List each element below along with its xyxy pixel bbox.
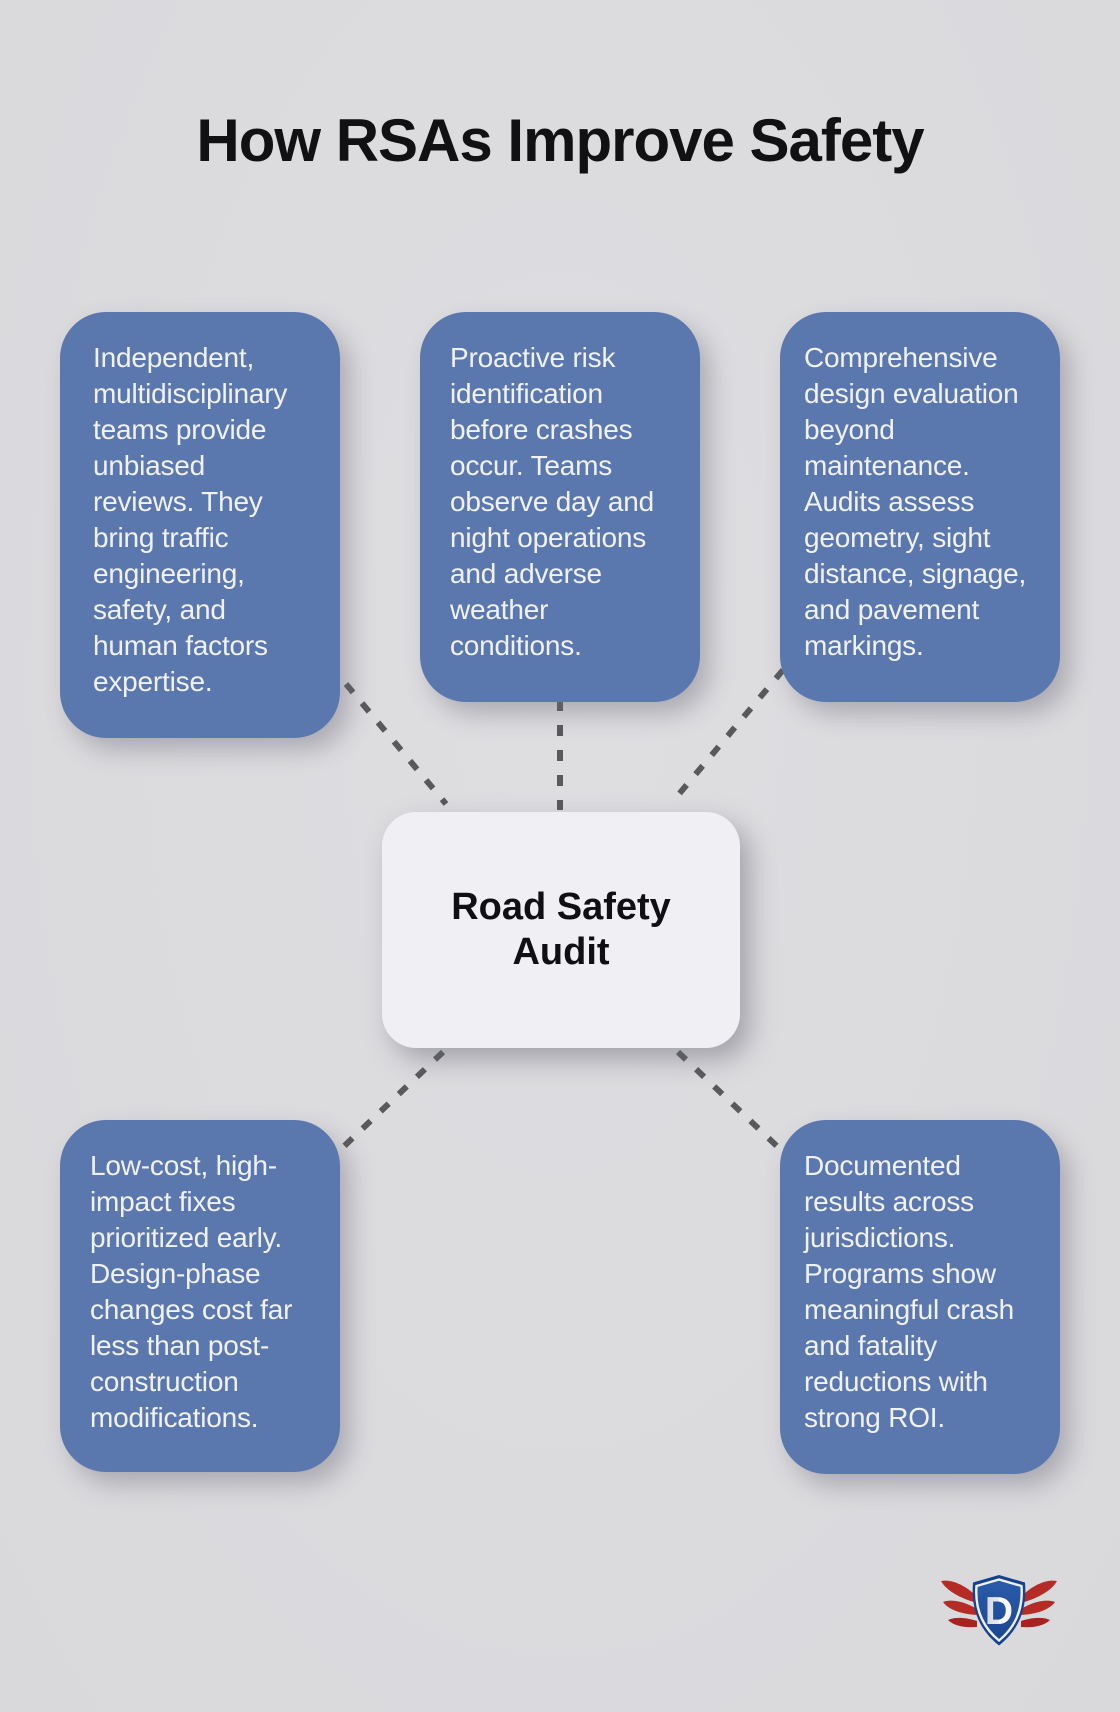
page-title: How RSAs Improve Safety [196,107,924,174]
benefit-card-independent-teams: Independent, multidisciplinary teams pro… [60,312,340,738]
benefit-card-low-cost-fixes: Low-cost, high-impact fixes prioritized … [60,1120,340,1472]
benefit-card-text: Comprehensive design evaluation beyond m… [804,342,1027,661]
connector-bottom-right [675,1049,784,1153]
left-wing-icon [941,1580,977,1628]
brand-logo: D [941,1575,1057,1646]
benefit-card-documented-results: Documented results across jurisdictions.… [780,1120,1060,1474]
connector-bottom-left [336,1049,446,1154]
central-node-label: Road Safety Audit [451,886,671,973]
central-node: Road Safety Audit [382,812,740,1048]
connector-top-left [343,682,449,806]
shield-icon: D [972,1575,1026,1646]
benefit-card-text: Independent, multidisciplinary teams pro… [93,342,288,697]
connector-top-right [671,668,786,802]
right-wing-icon [1021,1580,1057,1628]
benefit-card-design-evaluation: Comprehensive design evaluation beyond m… [780,312,1060,702]
benefit-card-text: Documented results across jurisdictions.… [804,1150,1015,1433]
benefit-card-text: Proactive risk identification before cra… [450,342,655,661]
benefit-card-proactive-risk: Proactive risk identification before cra… [420,312,700,702]
benefit-card-text: Low-cost, high-impact fixes prioritized … [90,1150,293,1433]
logo-letter: D [985,1590,1013,1633]
